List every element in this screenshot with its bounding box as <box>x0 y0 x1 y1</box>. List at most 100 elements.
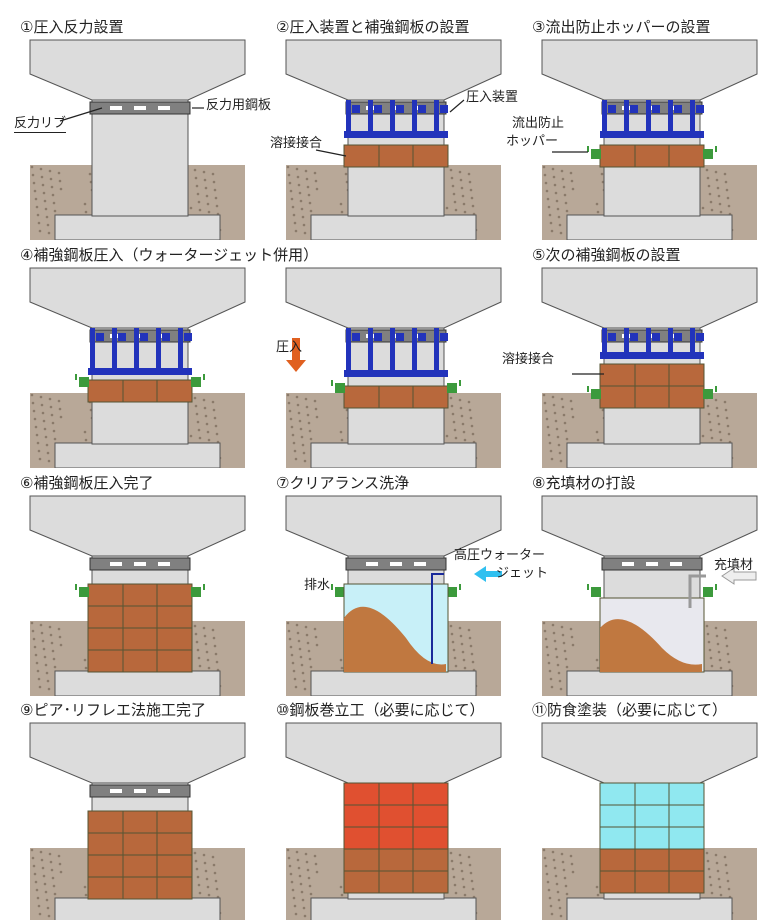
soil-grain <box>460 186 464 190</box>
press-jack <box>646 328 651 358</box>
soil-grain <box>307 649 311 653</box>
pier-cap <box>541 722 758 784</box>
soil-grain <box>551 167 555 171</box>
soil-grain <box>289 645 293 649</box>
soil-grain <box>45 898 49 902</box>
soil-grain <box>552 858 556 862</box>
soil-grain <box>59 415 63 419</box>
soil-grain <box>40 858 44 862</box>
soil-grain <box>41 639 45 643</box>
soil-grain <box>724 863 728 867</box>
soil-grain <box>301 443 305 447</box>
press-jack <box>390 100 395 137</box>
soil-grain <box>215 204 219 208</box>
soil-grain <box>300 435 304 439</box>
soil-grain <box>552 631 556 635</box>
soil-grain <box>189 434 193 438</box>
soil-grain <box>38 229 42 233</box>
jack-block <box>652 105 660 113</box>
soil-grain <box>470 424 474 428</box>
filler-label: 充填材 <box>714 558 754 573</box>
soil-grain <box>558 451 562 455</box>
soil-grain <box>47 459 51 463</box>
soil-grain <box>198 436 202 440</box>
footing <box>566 214 733 240</box>
step-4b-panel: 圧入 <box>256 240 512 468</box>
soil-grain <box>309 437 313 441</box>
rib-slot <box>158 562 170 566</box>
soil-grain <box>727 204 731 208</box>
soil-grain <box>470 652 474 656</box>
press-jack <box>346 328 351 376</box>
soil-grain <box>563 421 567 425</box>
soil-grain <box>462 885 466 889</box>
soil-grain <box>715 406 719 410</box>
soil-grain <box>709 428 713 432</box>
water-jet-label-2: ジェット <box>496 566 549 581</box>
soil-grain <box>306 641 310 645</box>
soil-grain <box>207 666 211 670</box>
soil-grain <box>197 883 201 887</box>
soil-grain <box>339 202 343 206</box>
step-3-drawing <box>541 39 758 240</box>
footing <box>566 442 733 468</box>
step-7-drawing <box>285 495 502 696</box>
press-device-base <box>600 352 704 359</box>
soil-grain <box>205 194 209 198</box>
soil-grain <box>548 669 552 673</box>
soil-grain <box>459 634 463 638</box>
soil-grain <box>471 887 475 891</box>
soil-grain <box>562 868 566 872</box>
soil-grain <box>33 189 37 193</box>
soil-grain <box>553 411 557 415</box>
soil-grain <box>462 658 466 662</box>
rib-slot <box>670 562 682 566</box>
soil-grain <box>454 664 458 668</box>
soil-grain <box>206 202 210 206</box>
soil-grain <box>36 213 40 217</box>
soil-grain <box>39 167 43 171</box>
jack-block <box>440 333 448 341</box>
step-8-drawing <box>541 495 758 696</box>
soil-grain <box>708 648 712 652</box>
soil-grain <box>570 179 574 183</box>
soil-grain <box>291 205 295 209</box>
soil-grain <box>42 419 46 423</box>
soil-grain <box>297 411 301 415</box>
pier-cap <box>29 267 246 329</box>
soil-grain <box>544 637 548 641</box>
reaction-plate-label: 反力用鋼板 <box>206 98 272 113</box>
soil-grain <box>299 427 303 431</box>
soil-grain <box>308 884 312 888</box>
soil-grain <box>545 872 549 876</box>
soil-grain <box>707 184 711 188</box>
soil-grain <box>196 875 200 879</box>
pier-cap <box>541 39 758 101</box>
soil-grain <box>461 877 465 881</box>
soil-grain <box>48 397 52 401</box>
soil-grain <box>206 885 210 889</box>
soil-grain <box>35 661 39 665</box>
soil-grain <box>543 629 547 633</box>
soil-grain <box>551 623 555 627</box>
pier-column <box>91 97 189 217</box>
soil-grain <box>727 887 731 891</box>
soil-grain <box>48 852 52 856</box>
soil-grain <box>203 861 207 865</box>
soil-grain <box>459 178 463 182</box>
soil-grain <box>306 868 310 872</box>
press-device-base <box>88 368 192 375</box>
soil-grain <box>724 180 728 184</box>
soil-grain <box>559 459 563 463</box>
soil-grain <box>37 449 41 453</box>
soil-grain <box>305 405 309 409</box>
soil-grain <box>461 422 465 426</box>
soil-grain <box>557 443 561 447</box>
press-jack <box>390 328 395 376</box>
soil-grain <box>34 653 38 657</box>
soil-grain <box>468 863 472 867</box>
soil-grain <box>50 641 54 645</box>
soil-grain <box>33 417 37 421</box>
soil-grain <box>288 637 292 641</box>
soil-grain <box>50 413 54 417</box>
